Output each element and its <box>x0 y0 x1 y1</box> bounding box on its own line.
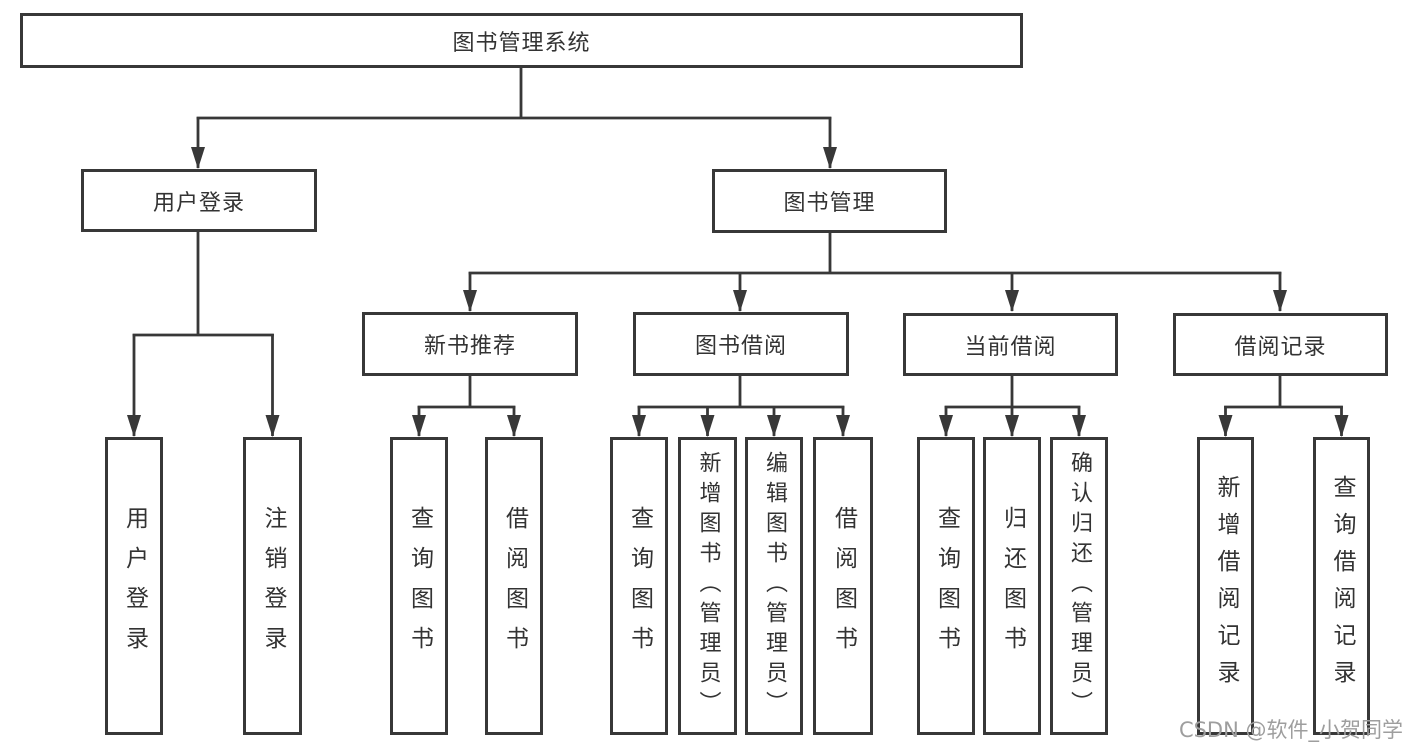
leaf-cur-return-book: 归还图书 <box>983 437 1041 735</box>
node-borrowing-records: 借阅记录 <box>1173 313 1388 376</box>
leaf-rcd-query-record: 查询借阅记录 <box>1313 437 1370 735</box>
leaf-bor-query-book-label: 查询图书 <box>626 506 653 666</box>
node-book-borrowing-label: 图书借阅 <box>694 334 787 359</box>
leaf-logout: 注销登录 <box>243 437 302 735</box>
leaf-bor-query-book: 查询图书 <box>610 437 668 735</box>
csdn-watermark: CSDN @软件_小贺同学 <box>1178 718 1403 742</box>
node-root-system-label: 图书管理系统 <box>452 30 591 56</box>
leaf-bor-borrow-book-label: 借阅图书 <box>830 506 857 666</box>
leaf-rec-query-book: 查询图书 <box>390 437 448 735</box>
leaf-cur-confirm-return-admin: 确认归还（管理员） <box>1050 437 1108 735</box>
node-current-borrowing-label: 当前借阅 <box>964 334 1057 360</box>
leaf-rcd-add-record-label: 新增借阅记录 <box>1213 475 1239 697</box>
leaf-cur-return-book-label: 归还图书 <box>999 506 1026 666</box>
leaf-rec-borrow-book: 借阅图书 <box>485 437 543 735</box>
node-user-login: 用户登录 <box>81 169 317 232</box>
node-book-borrowing: 图书借阅 <box>633 312 849 376</box>
leaf-bor-edit-book-admin: 编辑图书（管理员） <box>745 437 803 735</box>
leaf-logout-label: 注销登录 <box>260 506 286 666</box>
leaf-user-login: 用户登录 <box>105 437 163 735</box>
leaf-cur-confirm-return-admin-label: 确认归还（管理员） <box>1067 451 1092 721</box>
leaf-bor-add-book-admin-label: 新增图书（管理员） <box>695 451 721 721</box>
leaf-rec-query-book-label: 查询图书 <box>406 506 433 666</box>
node-new-book-recommendation: 新书推荐 <box>362 312 578 376</box>
node-current-borrowing: 当前借阅 <box>903 313 1118 376</box>
leaf-cur-query-book-label: 查询图书 <box>933 506 960 666</box>
leaf-bor-add-book-admin: 新增图书（管理员） <box>678 437 737 735</box>
node-borrowing-records-label: 借阅记录 <box>1234 334 1327 360</box>
leaf-cur-query-book: 查询图书 <box>917 437 975 735</box>
node-user-login-label: 用户登录 <box>152 190 245 216</box>
node-new-book-recommendation-label: 新书推荐 <box>423 334 516 359</box>
leaf-rec-borrow-book-label: 借阅图书 <box>501 506 528 666</box>
leaf-bor-borrow-book: 借阅图书 <box>813 437 873 735</box>
node-book-management-label: 图书管理 <box>783 191 876 216</box>
leaf-rcd-query-record-label: 查询借阅记录 <box>1329 475 1355 697</box>
node-book-management: 图书管理 <box>712 169 947 233</box>
node-root-system: 图书管理系统 <box>20 13 1023 68</box>
leaf-user-login-label: 用户登录 <box>121 506 148 666</box>
leaf-rcd-add-record: 新增借阅记录 <box>1197 437 1254 735</box>
leaf-bor-edit-book-admin-label: 编辑图书（管理员） <box>762 451 787 721</box>
